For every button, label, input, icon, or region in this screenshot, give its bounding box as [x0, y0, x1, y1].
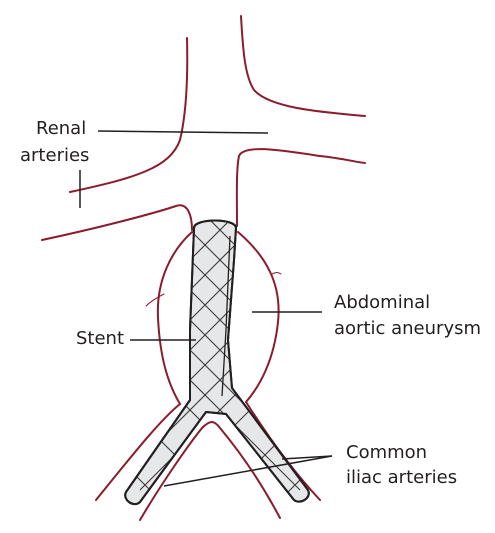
- stent-label: Stent: [76, 328, 124, 350]
- renal-leader-upper: [98, 131, 268, 133]
- left-renal-lower-edge: [42, 205, 192, 240]
- aneurysm-left-wall: [158, 232, 192, 404]
- iliac-label-line2: iliac arteries: [346, 467, 457, 489]
- aneurysm-label-line1: Abdominal: [334, 292, 430, 314]
- aneurysm-wisp-left: [146, 294, 164, 306]
- renal-arteries-label-line2: arteries: [20, 145, 89, 167]
- right-renal-lower-edge: [237, 149, 365, 226]
- aneurysm-wisp-right: [272, 273, 281, 275]
- stent-graft: [110, 170, 330, 528]
- renal-arteries-label-line1: Renal: [36, 118, 86, 140]
- aneurysm-right-wall: [238, 232, 279, 402]
- iliac-label-line1: Common: [346, 442, 427, 464]
- iliac-leader-left: [164, 456, 332, 486]
- left-aortic-wall-upper: [70, 38, 187, 192]
- aneurysm-label-line2: aortic aneurysm: [334, 318, 481, 340]
- right-aortic-wall-upper: [241, 16, 365, 116]
